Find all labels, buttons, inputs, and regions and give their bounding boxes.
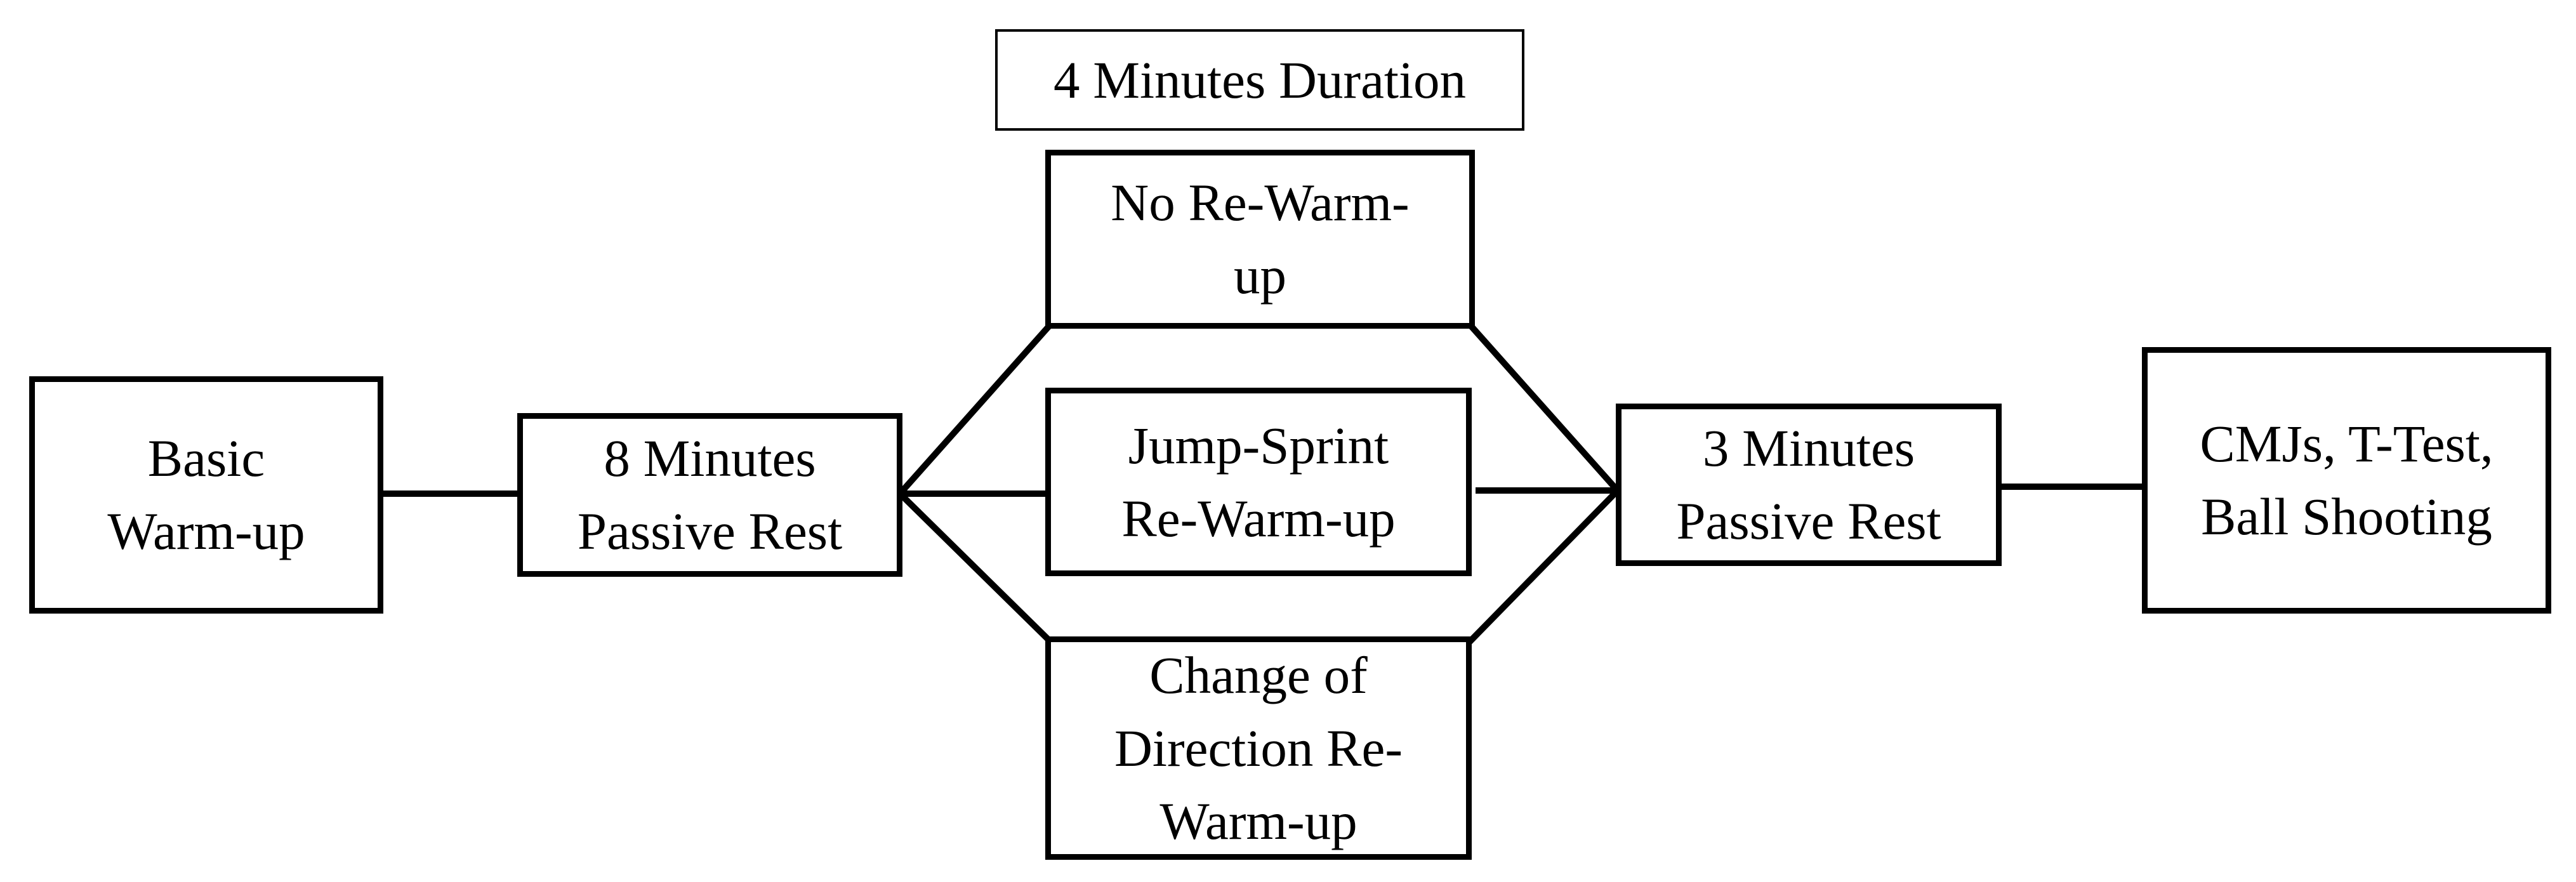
node-passive-rest-8-text: 8 Minutes Passive Rest — [577, 429, 843, 560]
node-no-rewarmup-text: No Re-Warm- up — [1111, 173, 1410, 305]
duration-label: 4 Minutes Duration — [995, 29, 1524, 131]
node-tests: CMJs, T-Test, Ball Shooting — [2142, 347, 2551, 614]
node-basic-warmup: Basic Warm-up — [29, 376, 383, 614]
node-jump-sprint-rewarmup: Jump-Sprint Re-Warm-up — [1045, 388, 1472, 576]
connector-rest8-to-no-rewarmup — [895, 322, 1054, 499]
node-tests-text: CMJs, T-Test, Ball Shooting — [2200, 414, 2493, 546]
connector-no-rewarmup-to-rest3 — [1467, 322, 1621, 494]
duration-label-text: 4 Minutes Duration — [1053, 51, 1467, 109]
connector-cod-to-rest3 — [1467, 487, 1621, 645]
node-passive-rest-3: 3 Minutes Passive Rest — [1616, 404, 2002, 566]
node-jump-sprint-rewarmup-text: Jump-Sprint Re-Warm-up — [1121, 416, 1396, 548]
node-cod-rewarmup: Change of Direction Re- Warm-up — [1045, 636, 1472, 860]
node-no-rewarmup: No Re-Warm- up — [1045, 150, 1475, 329]
node-cod-rewarmup-text: Change of Direction Re- Warm-up — [1114, 645, 1403, 850]
node-passive-rest-8: 8 Minutes Passive Rest — [517, 413, 902, 577]
node-basic-warmup-text: Basic Warm-up — [107, 429, 305, 560]
node-passive-rest-3-text: 3 Minutes Passive Rest — [1676, 419, 1941, 550]
connector-rest8-to-cod — [895, 489, 1054, 645]
